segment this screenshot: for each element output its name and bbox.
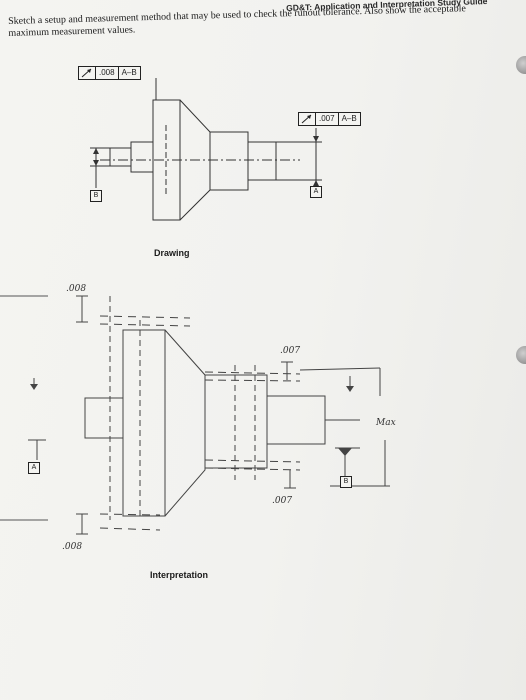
runout-symbol-icon	[299, 113, 316, 125]
fcf-left-value: .008	[96, 67, 119, 79]
page-edge-tab-icon	[516, 56, 526, 74]
datum-b-label: B	[90, 190, 102, 202]
interpretation-caption: Interpretation	[150, 570, 209, 580]
datum-a-label: A	[310, 186, 322, 198]
interp-datum-a-label: A	[28, 462, 40, 474]
page-edge-tab-icon	[516, 346, 526, 364]
note-bottom-right: .007	[272, 496, 293, 506]
runout-symbol-icon	[79, 67, 96, 79]
fcf-left: .008 A–B	[78, 66, 141, 80]
fcf-right-value: .007	[316, 113, 339, 125]
interp-datum-b-label: B	[340, 476, 352, 488]
fcf-right-datum: A–B	[341, 114, 357, 123]
note-bottom-left: .008	[62, 542, 83, 552]
note-top-left: .008	[66, 284, 87, 294]
fcf-right: .007 A–B	[298, 112, 361, 126]
drawing-caption: Drawing	[154, 248, 190, 258]
note-max: Max	[376, 418, 396, 428]
fcf-left-datum: A–B	[121, 68, 137, 77]
note-top-right: .007	[280, 346, 301, 356]
